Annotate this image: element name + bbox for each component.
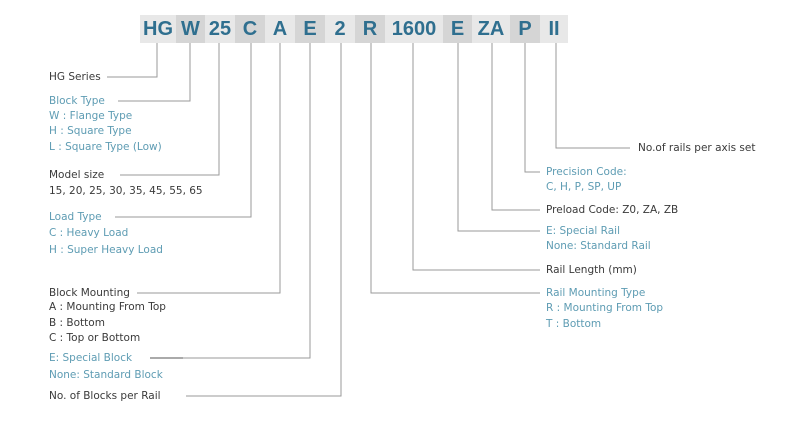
- code-load-type: C: [235, 15, 265, 43]
- connector-blocks-per-rail: [186, 43, 342, 397]
- label-special-rail: E: Special Rail: [546, 225, 621, 237]
- connector-preload: [491, 43, 540, 211]
- connector-special-rail: [457, 43, 540, 232]
- label-blocks-per-rail: No. of Blocks per Rail: [49, 390, 161, 402]
- code-model-size: 25: [205, 15, 235, 43]
- option-special-block: None: Standard Block: [49, 369, 163, 381]
- option-block-type: L : Square Type (Low): [49, 141, 162, 153]
- option-block-mounting: B : Bottom: [49, 317, 105, 329]
- code-hg: HG: [140, 15, 176, 43]
- label-hg-series: HG Series: [49, 71, 101, 83]
- code-block-type: W: [176, 15, 205, 43]
- option-block-mounting: A : Mounting From Top: [49, 301, 166, 313]
- option-block-mounting: C : Top or Bottom: [49, 332, 141, 344]
- option-rail-mounting: T : Bottom: [546, 318, 602, 330]
- label-rail-length: Rail Length (mm): [546, 264, 637, 276]
- code-special-rail: E: [443, 15, 472, 43]
- code-rail-length: 1600: [385, 15, 443, 43]
- option-rail-mounting: R : Mounting From Top: [546, 302, 664, 314]
- label-rail-mounting: Rail Mounting Type: [546, 287, 646, 299]
- option-model-size: 15, 20, 25, 30, 35, 45, 55, 65: [49, 185, 203, 197]
- label-block-mounting: Block Mounting: [49, 287, 130, 299]
- label-rails-per-axis: No.of rails per axis set: [638, 142, 756, 154]
- option-special-rail: None: Standard Rail: [546, 240, 651, 252]
- code-block-mounting: A: [265, 15, 295, 43]
- label-special-block: E: Special Block: [49, 352, 133, 364]
- connector-rail-mounting: [370, 43, 540, 294]
- code-special-block: E: [295, 15, 325, 43]
- connector-rail-length: [412, 43, 540, 271]
- connector-special-block: [183, 43, 311, 359]
- option-block-type: W : Flange Type: [49, 110, 133, 122]
- code-preload: ZA: [472, 15, 510, 43]
- label-load-type: Load Type: [49, 211, 102, 223]
- connector-load-type: [115, 43, 252, 218]
- code-rails-per-axis: II: [540, 15, 568, 43]
- connector-rails-per-axis: [555, 43, 630, 149]
- connector-model-size: [120, 43, 220, 176]
- option-load-type: H : Super Heavy Load: [49, 244, 163, 256]
- label-preload: Preload Code: Z0, ZA, ZB: [546, 204, 679, 216]
- option-load-type: C : Heavy Load: [49, 227, 129, 239]
- connector-block-type: [118, 43, 191, 102]
- option-precision: C, H, P, SP, UP: [546, 181, 622, 193]
- option-block-type: H : Square Type: [49, 125, 132, 137]
- label-block-type: Block Type: [49, 95, 105, 107]
- connector-precision: [524, 43, 540, 173]
- label-model-size: Model size: [49, 169, 105, 181]
- code-rail-mounting: R: [355, 15, 385, 43]
- connector-block-mounting: [137, 43, 281, 294]
- code-blocks-per-rail: 2: [325, 15, 355, 43]
- connector-hg: [107, 43, 158, 78]
- label-precision: Precision Code:: [546, 166, 627, 178]
- code-precision: P: [510, 15, 540, 43]
